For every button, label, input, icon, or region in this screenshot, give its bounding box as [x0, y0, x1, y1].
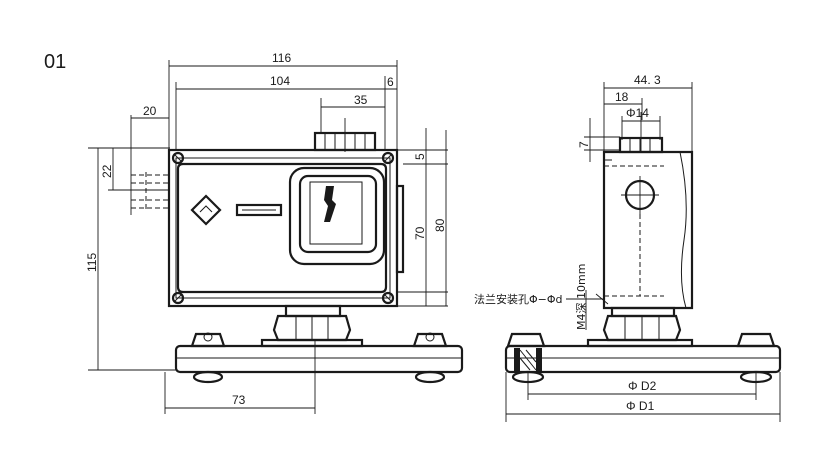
dim-window-offset: 35	[320, 93, 385, 132]
nameplate	[235, 203, 283, 217]
screw-icon	[171, 291, 185, 305]
dim-fitting-height: 7	[577, 118, 620, 162]
top-fitting	[313, 118, 377, 152]
dim-label-d2: Φ D2	[628, 379, 657, 393]
dim-total-height: 115	[85, 147, 176, 371]
dim-label-80: 80	[433, 218, 447, 232]
side-connector	[395, 184, 405, 274]
dim-side-offset: 18	[604, 90, 643, 120]
dim-label-104: 104	[270, 74, 290, 88]
figure-label: 01	[44, 51, 66, 73]
left-mounting-bracket	[131, 172, 169, 212]
dim-label-73: 73	[232, 393, 246, 407]
display-window	[288, 166, 386, 266]
flange-mount-hole-note: 法兰安装孔Φ−Φd	[474, 292, 563, 306]
side-stem-nut	[586, 306, 694, 348]
dim-left-height: 22	[100, 147, 169, 191]
dim-right-heights: 5 70 80	[397, 128, 448, 307]
brand-logo	[190, 194, 222, 226]
thread-depth-note: M4深 10mm	[575, 264, 588, 330]
screw-icon	[381, 291, 395, 305]
dim-label-35: 35	[354, 93, 368, 107]
dim-side-width: 44. 3	[603, 73, 693, 152]
screw-icon	[171, 151, 185, 165]
dim-label-116: 116	[272, 51, 291, 65]
dim-left-offset: 20	[130, 104, 169, 215]
front-view: 116 104 6 35 20 22	[85, 51, 464, 414]
enclosure-body	[167, 148, 399, 308]
dim-label-20: 20	[143, 104, 157, 118]
dim-d1: Φ D1	[505, 372, 781, 422]
dim-label-5: 5	[413, 153, 427, 160]
side-body	[602, 150, 694, 310]
side-flange-plate	[504, 332, 782, 384]
dim-label-70: 70	[413, 226, 427, 240]
dim-d2: Φ D2	[527, 372, 757, 400]
flange-note: 法兰安装孔Φ−Φd M4深 10mm	[474, 264, 609, 330]
dim-label-44-3: 44. 3	[634, 73, 661, 87]
dim-label-d1: Φ D1	[626, 399, 655, 413]
screw-icon	[381, 151, 395, 165]
dim-label-7: 7	[577, 141, 591, 148]
dim-label-22: 22	[100, 164, 114, 178]
dim-base-offset: 73	[164, 340, 316, 414]
flange-plate	[174, 332, 464, 384]
dim-label-6: 6	[387, 75, 394, 89]
dim-label-115: 115	[85, 253, 99, 272]
side-view: 44. 3 18 Φ14 7	[474, 73, 782, 422]
dim-overall-width: 116	[168, 51, 398, 150]
dim-label-18: 18	[615, 90, 629, 104]
dim-label-phi14: Φ14	[626, 106, 649, 120]
stem-nut	[260, 304, 364, 348]
dim-inner-width: 104 6	[175, 74, 397, 150]
